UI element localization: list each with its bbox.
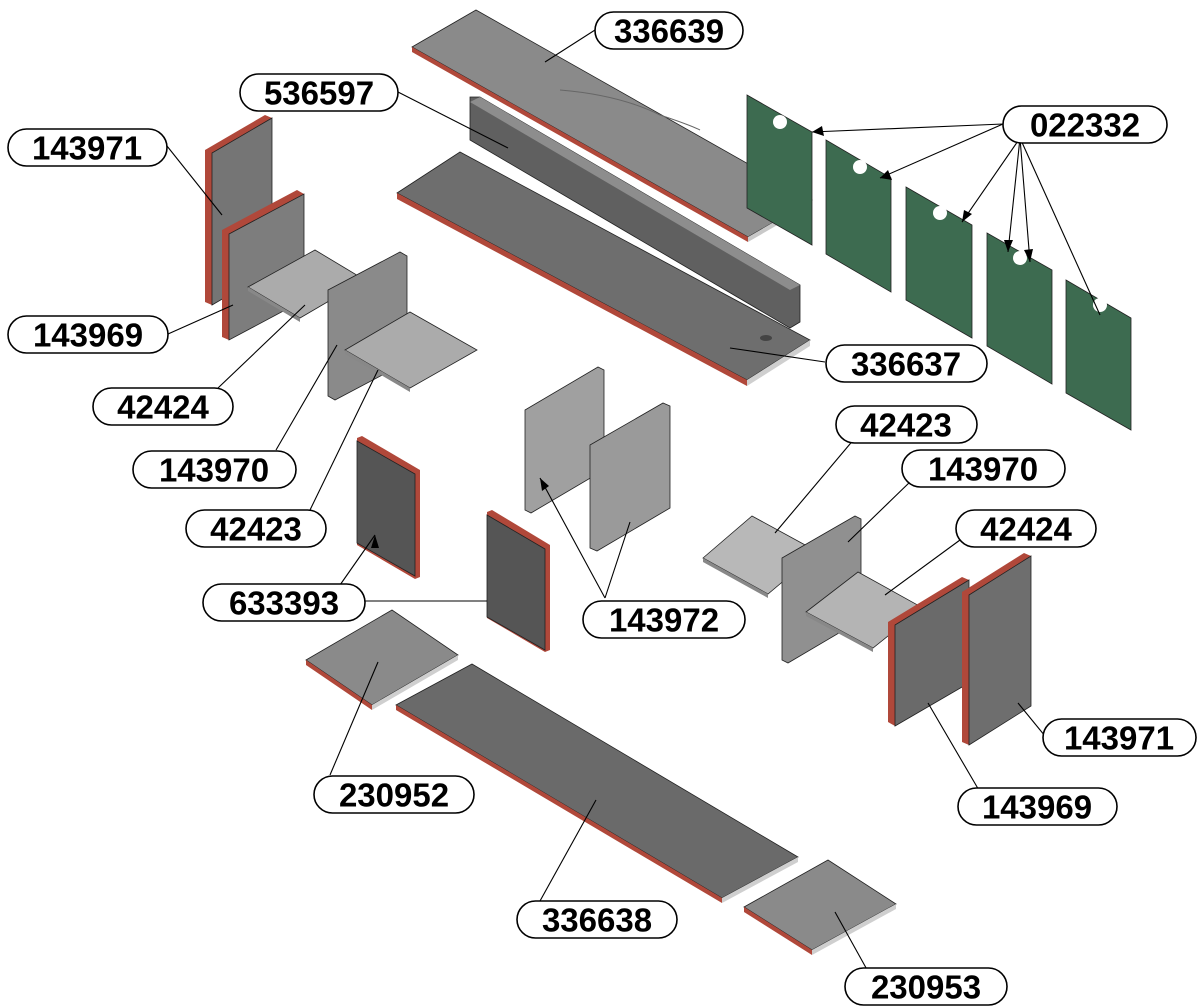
plinth-230953 bbox=[743, 859, 897, 955]
label-336638: 336638 bbox=[516, 900, 678, 939]
svg-text:143972: 143972 bbox=[609, 602, 719, 639]
right-side-panel-143971 bbox=[962, 553, 1032, 746]
svg-text:42423: 42423 bbox=[210, 511, 302, 548]
svg-text:230953: 230953 bbox=[871, 969, 981, 1006]
svg-text:42423: 42423 bbox=[860, 407, 952, 444]
svg-text:42424: 42424 bbox=[980, 511, 1072, 548]
bottom-shelf-336637 bbox=[396, 151, 811, 386]
label-336637: 336637 bbox=[825, 344, 988, 383]
svg-text:143969: 143969 bbox=[33, 317, 143, 354]
center-panels-143972 bbox=[524, 366, 671, 552]
svg-text:42424: 42424 bbox=[117, 389, 209, 426]
label-42423-left: 42423 bbox=[185, 509, 327, 548]
svg-text:336638: 336638 bbox=[542, 902, 652, 939]
label-42424-left: 42424 bbox=[92, 387, 234, 426]
label-42423-right: 42423 bbox=[835, 405, 978, 444]
svg-text:633393: 633393 bbox=[229, 585, 339, 622]
part-labels: 336639 536597 022332 143971 143969 42424… bbox=[7, 11, 1197, 1006]
label-143970-left: 143970 bbox=[132, 450, 297, 489]
svg-text:336639: 336639 bbox=[614, 13, 724, 50]
label-143971-left: 143971 bbox=[7, 128, 168, 167]
back-panel-536597 bbox=[469, 96, 801, 329]
label-633393: 633393 bbox=[202, 583, 366, 622]
label-536597: 536597 bbox=[239, 73, 399, 112]
leader-lines bbox=[166, 29, 1101, 976]
label-230953: 230953 bbox=[844, 967, 1008, 1006]
label-42424-right: 42424 bbox=[955, 509, 1097, 548]
green-panels-022332 bbox=[746, 94, 1132, 431]
label-230952: 230952 bbox=[313, 775, 475, 814]
label-022332: 022332 bbox=[1002, 105, 1168, 144]
svg-text:143970: 143970 bbox=[159, 452, 269, 489]
door-633393-left bbox=[356, 436, 420, 579]
label-143970-right: 143970 bbox=[901, 449, 1066, 488]
door-633393-center bbox=[486, 510, 550, 652]
svg-text:230952: 230952 bbox=[339, 777, 449, 814]
label-143971-right: 143971 bbox=[1042, 718, 1197, 757]
label-143969-right: 143969 bbox=[957, 787, 1118, 826]
svg-text:143969: 143969 bbox=[982, 789, 1092, 826]
svg-text:336637: 336637 bbox=[851, 346, 961, 383]
label-143969-left: 143969 bbox=[7, 315, 169, 354]
svg-text:143970: 143970 bbox=[928, 451, 1038, 488]
svg-text:536597: 536597 bbox=[264, 75, 374, 112]
plinth-230952 bbox=[305, 609, 459, 710]
label-143972: 143972 bbox=[582, 600, 746, 639]
label-336639: 336639 bbox=[594, 11, 744, 50]
svg-text:143971: 143971 bbox=[1064, 720, 1174, 757]
svg-text:143971: 143971 bbox=[32, 130, 142, 167]
base-336638 bbox=[395, 663, 799, 903]
parts-layer bbox=[205, 9, 1132, 955]
svg-text:022332: 022332 bbox=[1030, 107, 1140, 144]
